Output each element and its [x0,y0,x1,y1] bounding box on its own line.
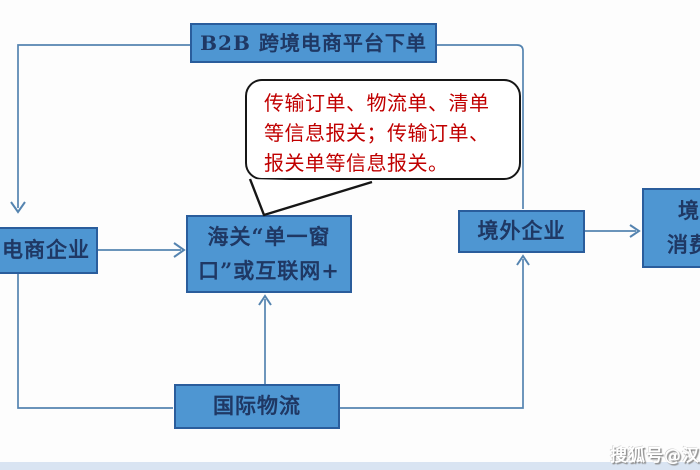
callout-declaration-note: 传输订单、物流单、清单 等信息报关；传输订单、 报关单等信息报关。 [245,79,521,180]
node-ecommerce-enterprise: 电商企业 [0,227,98,274]
callout-line2: 等信息报关；传输订单、 [264,121,490,145]
edge-logistics-to-overseas [340,259,524,409]
node-customs-line1: 海关“单一窗 [207,224,331,249]
arrowhead-up-overseas [516,254,530,266]
arrowhead-right-customs [173,242,186,258]
callout-line1: 传输订单、物流单、清单 [264,91,490,115]
node-customs-single-window: 海关“单一窗 口”或互联网+ [186,215,352,293]
node-customs-line2: 口”或互联网+ [198,258,340,283]
bottom-strip [0,462,700,470]
node-ecommerce-label: 电商企业 [2,237,90,263]
node-b2b-label: B2B 跨境电商平台下单 [200,30,427,55]
arrowhead-up-customs [258,294,272,306]
node-logistics-label: 国际物流 [213,393,301,419]
callout-line3: 报关单等信息报关。 [264,151,449,175]
node-overseas-consumer: 境外 消费者 [642,188,700,268]
arrowhead-down-ecommerce [10,201,26,214]
edge-b2b-to-ecommerce [17,44,190,208]
node-consumer-line2: 消费者 [667,232,700,257]
watermark-sohu: 搜狐号@汉 [610,446,700,466]
node-overseas-label: 境外企业 [477,218,566,244]
node-international-logistics: 国际物流 [174,384,340,429]
edge-ecommerce-to-logistics [17,274,173,409]
node-consumer-line1: 境外 [678,198,700,223]
arrowhead-right-consumer [629,224,641,238]
node-overseas-enterprise: 境外企业 [458,210,585,253]
node-b2b-platform-order: B2B 跨境电商平台下单 [190,23,437,63]
